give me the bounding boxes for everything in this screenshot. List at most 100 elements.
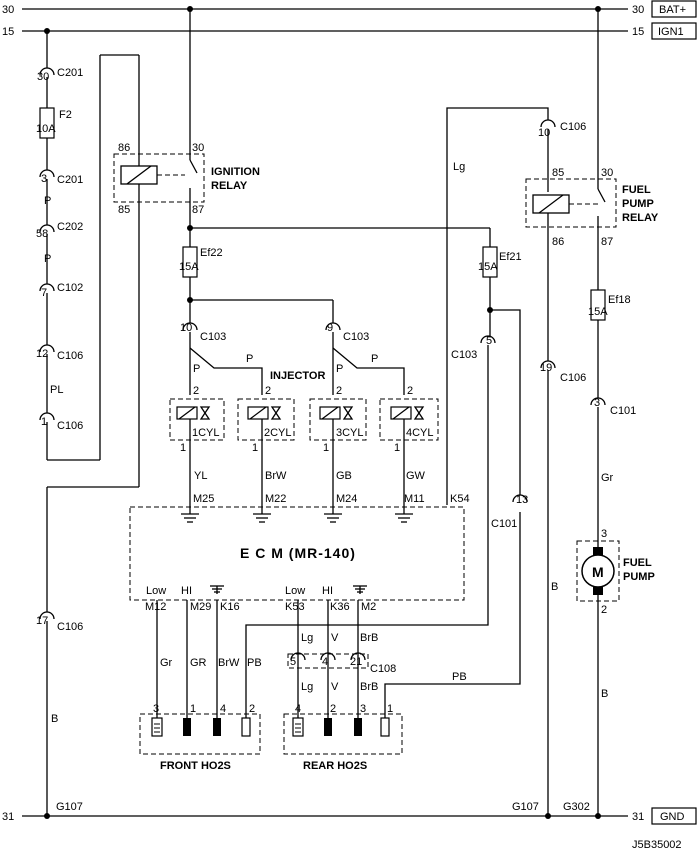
rail-tag: GND [660, 811, 685, 823]
svg-text:BrB: BrB [360, 681, 378, 693]
front-ho2s: M12 M29 K16 Gr GR BrW PB 3 1 4 2 FRONT H… [139, 345, 489, 772]
svg-text:Low: Low [285, 585, 305, 597]
svg-text:2CYL: 2CYL [264, 427, 292, 439]
svg-text:10: 10 [538, 127, 550, 139]
svg-text:P: P [193, 363, 200, 375]
rear-ho2s-title: REAR HO2S [303, 760, 367, 772]
svg-text:PL: PL [50, 384, 63, 396]
svg-text:FUEL: FUEL [622, 184, 651, 196]
svg-text:85: 85 [118, 204, 130, 216]
svg-text:G107: G107 [512, 801, 539, 813]
rail-number: 31 [632, 811, 644, 823]
svg-text:Ef21: Ef21 [499, 251, 522, 263]
svg-text:P: P [44, 253, 51, 265]
svg-text:G107: G107 [56, 801, 83, 813]
svg-text:C101: C101 [491, 518, 517, 530]
svg-text:C102: C102 [57, 282, 83, 294]
svg-text:M22: M22 [265, 493, 286, 505]
svg-text:1: 1 [180, 442, 186, 454]
svg-text:2: 2 [336, 385, 342, 397]
svg-text:C106: C106 [560, 121, 586, 133]
svg-text:M24: M24 [336, 493, 357, 505]
svg-text:13: 13 [516, 494, 528, 506]
svg-text:C202: C202 [57, 221, 83, 233]
svg-text:BrW: BrW [265, 470, 287, 482]
svg-text:B: B [51, 713, 58, 725]
svg-text:C106: C106 [57, 350, 83, 362]
svg-text:Gr: Gr [160, 657, 173, 669]
lg-wire: Lg K54 [446, 107, 549, 505]
svg-text:3: 3 [601, 528, 607, 540]
front-ho2s-title: FRONT HO2S [160, 760, 231, 772]
bat-rail: 30 30 BAT+ [2, 0, 697, 18]
svg-text:K16: K16 [220, 601, 240, 613]
svg-text:17: 17 [36, 615, 48, 627]
svg-text:1: 1 [387, 703, 393, 715]
svg-text:C103: C103 [451, 349, 477, 361]
svg-text:GB: GB [336, 470, 352, 482]
svg-text:M2: M2 [361, 601, 376, 613]
ignition-relay: 86 85 30 87 IGNITION RELAY [113, 9, 260, 228]
svg-text:3: 3 [594, 397, 600, 409]
svg-text:2: 2 [265, 385, 271, 397]
svg-text:2: 2 [407, 385, 413, 397]
svg-text:M12: M12 [145, 601, 166, 613]
svg-text:Gr: Gr [601, 472, 614, 484]
svg-text:7: 7 [41, 287, 47, 299]
fuel-pump-relay: 10 C106 85 30 86 87 FUEL PUMP RELAY 19 C… [512, 9, 659, 816]
svg-text:C101: C101 [610, 405, 636, 417]
injector-2cyl: 2 2CYL 1 BrW M22 [237, 385, 295, 505]
svg-text:87: 87 [192, 204, 204, 216]
svg-text:10A: 10A [36, 123, 56, 135]
rail-number: 30 [632, 4, 644, 16]
svg-text:19: 19 [540, 362, 552, 374]
relay-title-line2: RELAY [211, 180, 248, 192]
svg-text:2: 2 [330, 703, 336, 715]
svg-text:1: 1 [190, 703, 196, 715]
gnd-rail: 31 31 GND [2, 807, 697, 825]
svg-text:Lg: Lg [453, 161, 465, 173]
svg-text:M: M [592, 564, 605, 580]
svg-text:1: 1 [252, 442, 258, 454]
svg-text:C106: C106 [57, 621, 83, 633]
svg-text:K54: K54 [450, 493, 470, 505]
svg-text:15A: 15A [588, 306, 608, 318]
svg-text:M29: M29 [190, 601, 211, 613]
svg-text:1: 1 [323, 442, 329, 454]
injector-4cyl: 2 4CYL 1 GW M11 [379, 385, 439, 505]
svg-text:M11: M11 [404, 493, 425, 505]
svg-text:58: 58 [36, 228, 48, 240]
svg-text:86: 86 [118, 142, 130, 154]
figure-code: J5B35002 [632, 839, 682, 851]
svg-text:B: B [551, 581, 558, 593]
svg-text:M25: M25 [193, 493, 214, 505]
svg-text:BrW: BrW [218, 657, 240, 669]
svg-text:BrB: BrB [360, 632, 378, 644]
svg-text:85: 85 [552, 167, 564, 179]
ecm-label: E C M (MR-140) [240, 545, 356, 561]
svg-text:PB: PB [247, 657, 262, 669]
svg-text:RELAY: RELAY [622, 212, 659, 224]
svg-text:HI: HI [322, 585, 333, 597]
svg-text:15A: 15A [478, 261, 498, 273]
svg-text:Ef18: Ef18 [608, 294, 631, 306]
rear-ho2s: K53 K36 M2 Lg V BrB 5 4 21 C108 Lg V BrB… [283, 512, 521, 772]
fuel-pump-branch: Ef18 15A 3 C101 Gr 3 M FUEL PUMP 2 B G30… [563, 289, 655, 816]
svg-text:C201: C201 [57, 67, 83, 79]
svg-text:G302: G302 [563, 801, 590, 813]
svg-text:86: 86 [552, 236, 564, 248]
svg-text:HI: HI [181, 585, 192, 597]
svg-text:B: B [601, 688, 608, 700]
rail-number: 15 [632, 26, 644, 38]
svg-text:1: 1 [394, 442, 400, 454]
pump-motor-icon [581, 554, 615, 588]
svg-text:4: 4 [322, 656, 328, 668]
svg-text:2: 2 [193, 385, 199, 397]
svg-text:10: 10 [180, 322, 192, 334]
rail-tag: IGN1 [658, 26, 684, 38]
injector-3cyl: 2 3CYL 1 GB M24 [309, 385, 367, 505]
svg-text:PUMP: PUMP [622, 198, 654, 210]
svg-text:4: 4 [295, 703, 301, 715]
